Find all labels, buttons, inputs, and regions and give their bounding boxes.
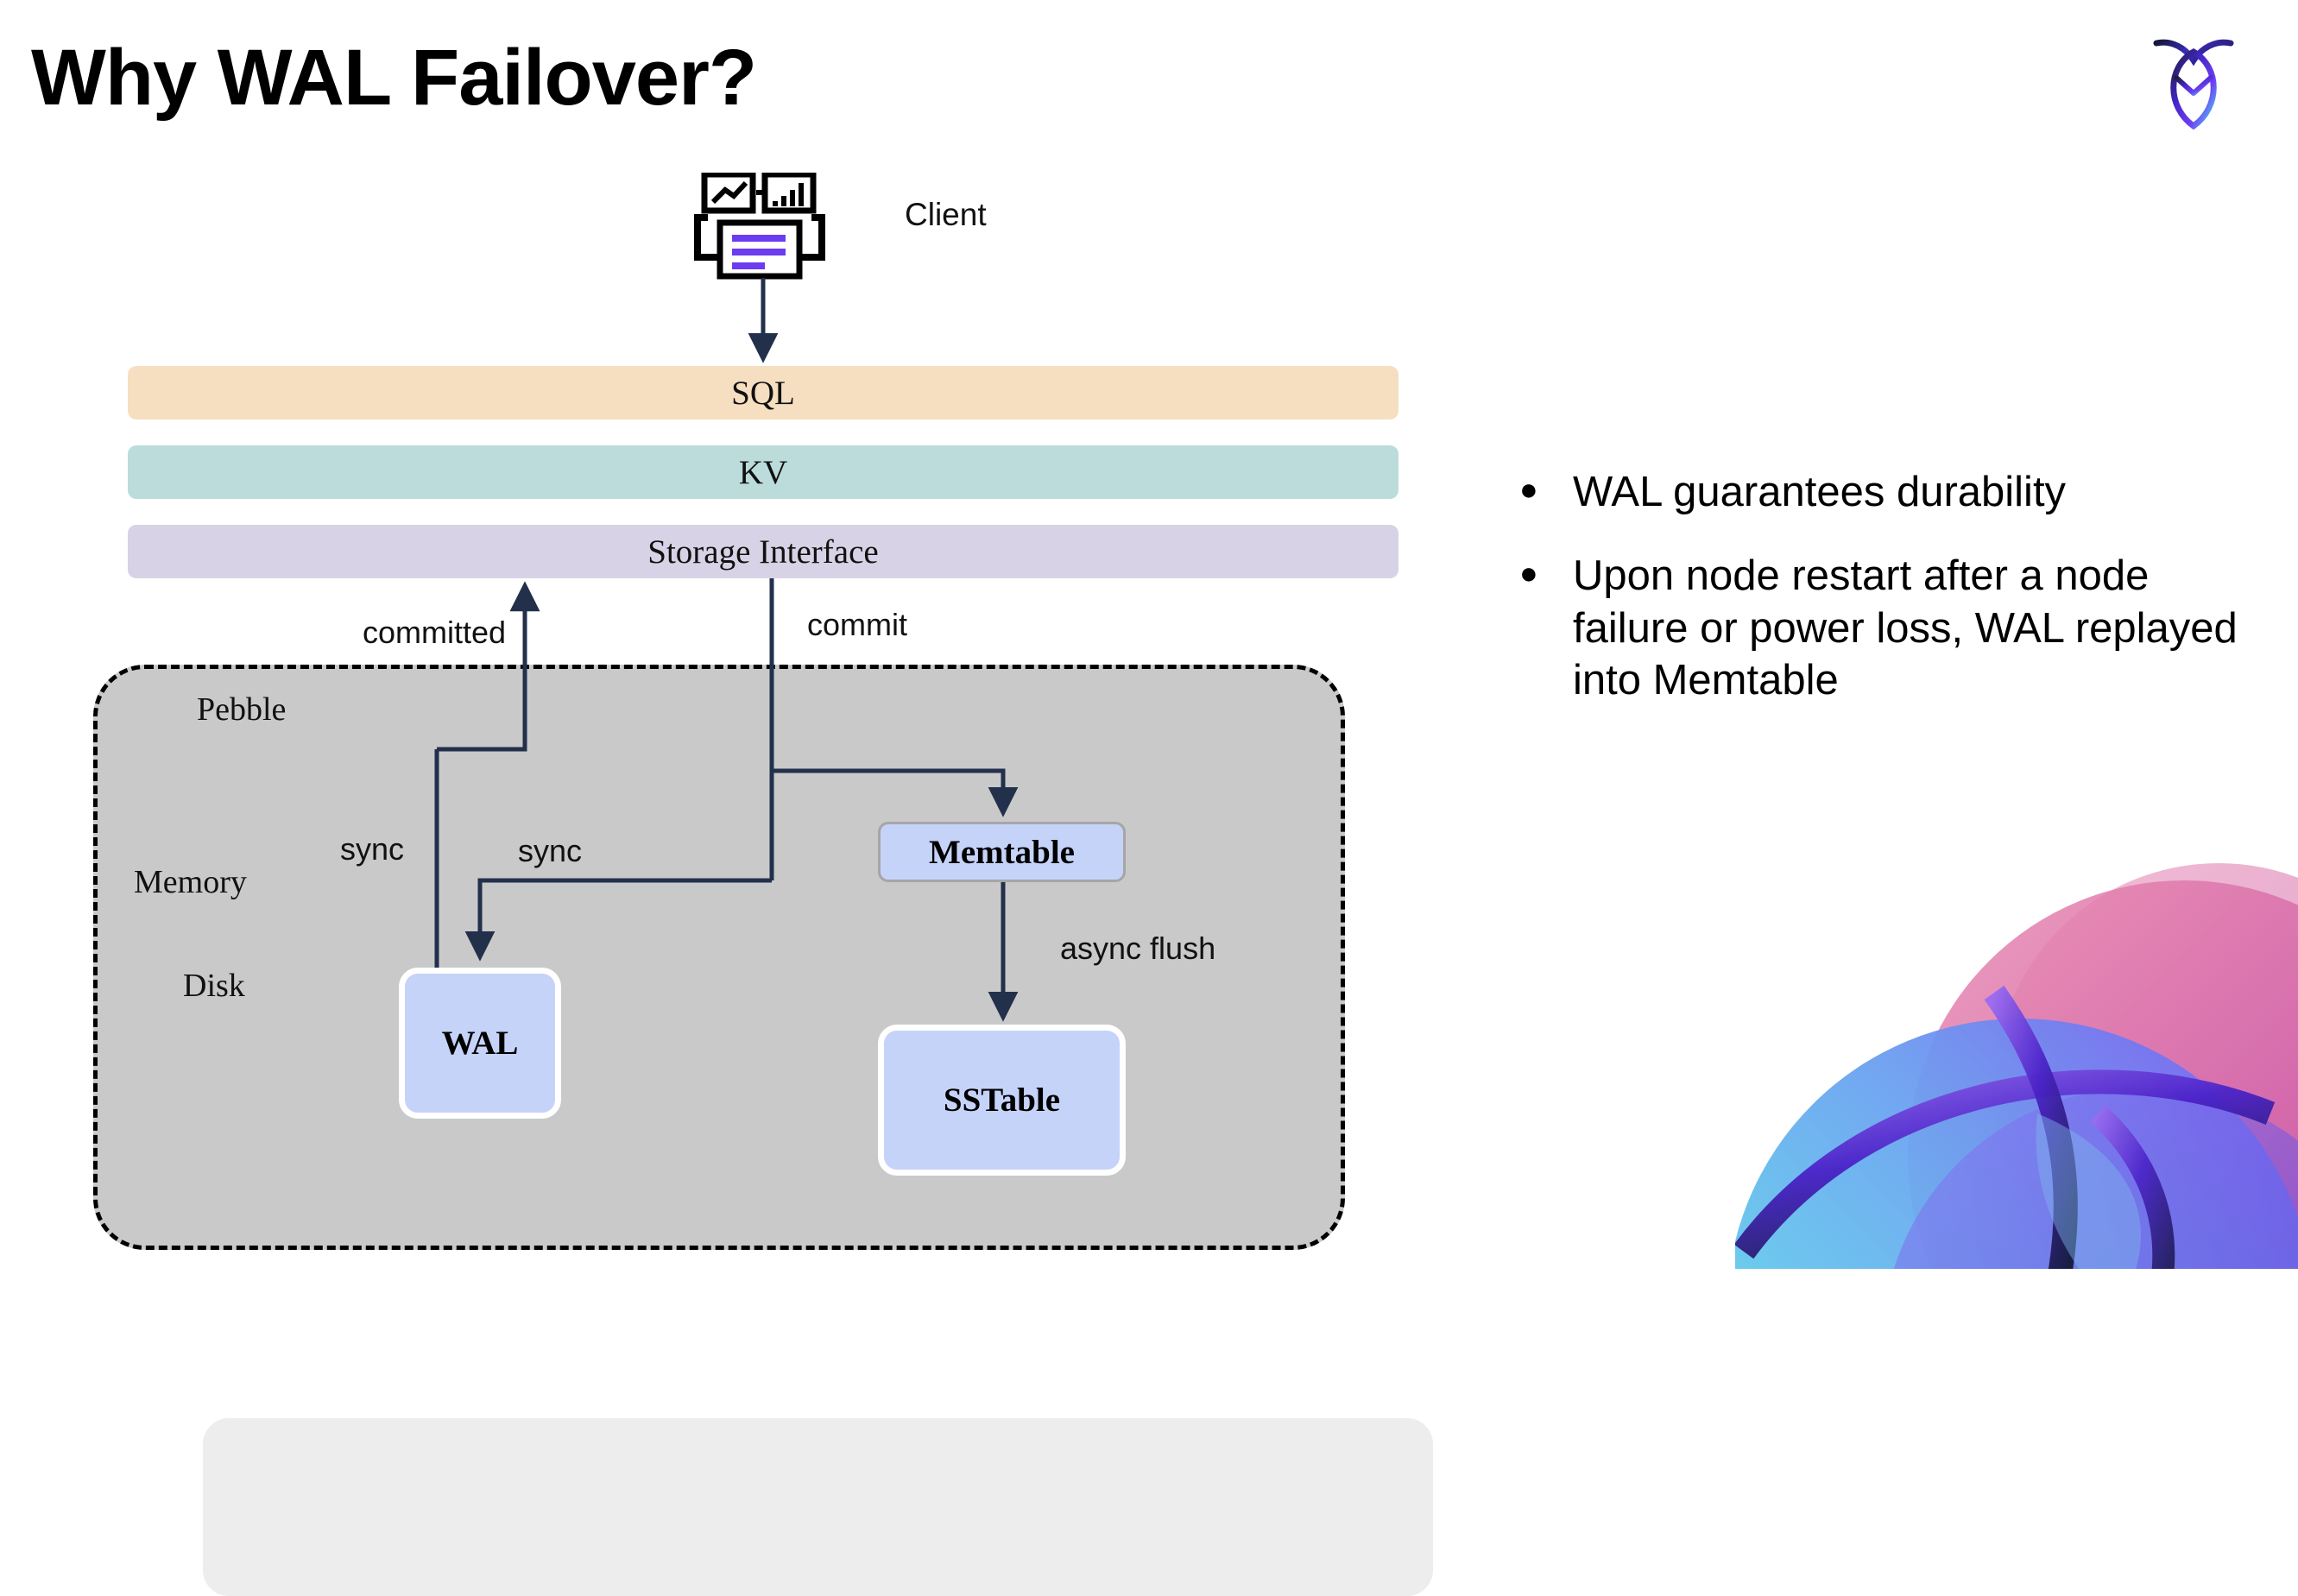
- bullet-marker-icon: ●: [1519, 554, 1538, 590]
- node-memtable: Memtable: [878, 822, 1126, 882]
- layer-bar-kv: KV: [128, 445, 1398, 499]
- client-monitor-icon: [691, 171, 829, 281]
- edge-label-commit: commit: [807, 607, 907, 642]
- page-title: Why WAL Failover?: [31, 34, 757, 122]
- node-label-sstable: SSTable: [943, 1082, 1061, 1119]
- node-sstable: SSTable: [878, 1025, 1126, 1176]
- edge-label-sync-right: sync: [518, 833, 583, 868]
- architecture-diagram: Client SQL KV Storage Interface Pebble M…: [93, 171, 1433, 1596]
- disk-label: Disk: [183, 968, 245, 1004]
- list-item: ● WAL guarantees durability: [1519, 466, 2262, 519]
- edge-label-sync-left: sync: [340, 831, 405, 867]
- edge-label-committed: committed: [363, 615, 507, 650]
- layer-bar-sql: SQL: [128, 366, 1398, 420]
- memory-label: Memory: [134, 864, 247, 900]
- decorative-brand-artwork: [1735, 829, 2298, 1269]
- layer-label-storage-interface: Storage Interface: [647, 533, 879, 571]
- client-label: Client: [905, 197, 987, 232]
- bullet-list: ● WAL guarantees durability ● Upon node …: [1519, 466, 2262, 738]
- memory-region: [203, 1418, 1433, 1596]
- node-label-wal: WAL: [441, 1025, 519, 1062]
- bullet-marker-icon: ●: [1519, 471, 1538, 507]
- node-wal: WAL: [399, 968, 561, 1119]
- layer-label-sql: SQL: [731, 374, 795, 412]
- list-item: ● Upon node restart after a node failure…: [1519, 550, 2262, 707]
- layer-label-kv: KV: [738, 453, 788, 491]
- node-label-memtable: Memtable: [929, 833, 1075, 871]
- cockroachdb-logo-icon: [2146, 28, 2241, 131]
- layer-bar-storage-interface: Storage Interface: [128, 525, 1398, 578]
- bullet-text: Upon node restart after a node failure o…: [1573, 552, 2238, 704]
- edge-label-async-flush: async flush: [1060, 930, 1216, 966]
- pebble-label: Pebble: [197, 691, 287, 728]
- bullet-text: WAL guarantees durability: [1573, 469, 2067, 515]
